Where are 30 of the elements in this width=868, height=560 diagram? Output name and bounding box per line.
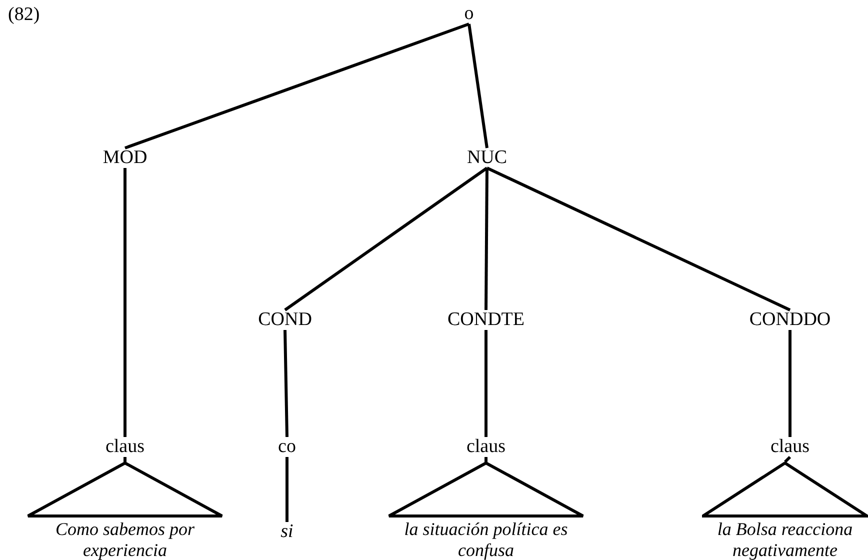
phrase-text: la situación política es confusa — [403, 519, 569, 560]
tree-branch — [784, 456, 792, 464]
tree-branch — [484, 457, 488, 462]
tree-branch — [284, 330, 288, 438]
clause-triangle — [388, 462, 584, 560]
tree-label: COND — [258, 310, 312, 330]
tree-branch — [486, 166, 791, 312]
tree-label: co — [278, 437, 296, 457]
tree-label: claus — [466, 437, 506, 457]
tree-branch — [124, 168, 126, 437]
tree-branch — [788, 330, 792, 437]
tree-label: CONDTE — [447, 310, 525, 330]
tree-branch — [484, 330, 488, 437]
tree-branch — [284, 166, 488, 312]
tree-branch — [484, 168, 488, 310]
phrase-text: Como sabemos por experiencia — [54, 519, 196, 560]
tree-label: o — [464, 4, 474, 24]
tree-branch — [286, 457, 288, 522]
tree-label: claus — [105, 437, 145, 457]
phrase-text: la Bolsa reacciona negativamente — [716, 519, 854, 560]
tree-branch — [468, 24, 488, 148]
tree-label: si — [280, 522, 294, 542]
tree-label: claus — [770, 437, 810, 457]
tree-label: CONDDO — [749, 310, 831, 330]
example-number: (82) — [8, 4, 40, 26]
tree-label: NUC — [466, 148, 508, 168]
tree-label: MOD — [102, 148, 148, 168]
tree-branch — [124, 22, 470, 150]
clause-triangle — [27, 462, 223, 560]
tree-branch — [124, 457, 126, 462]
